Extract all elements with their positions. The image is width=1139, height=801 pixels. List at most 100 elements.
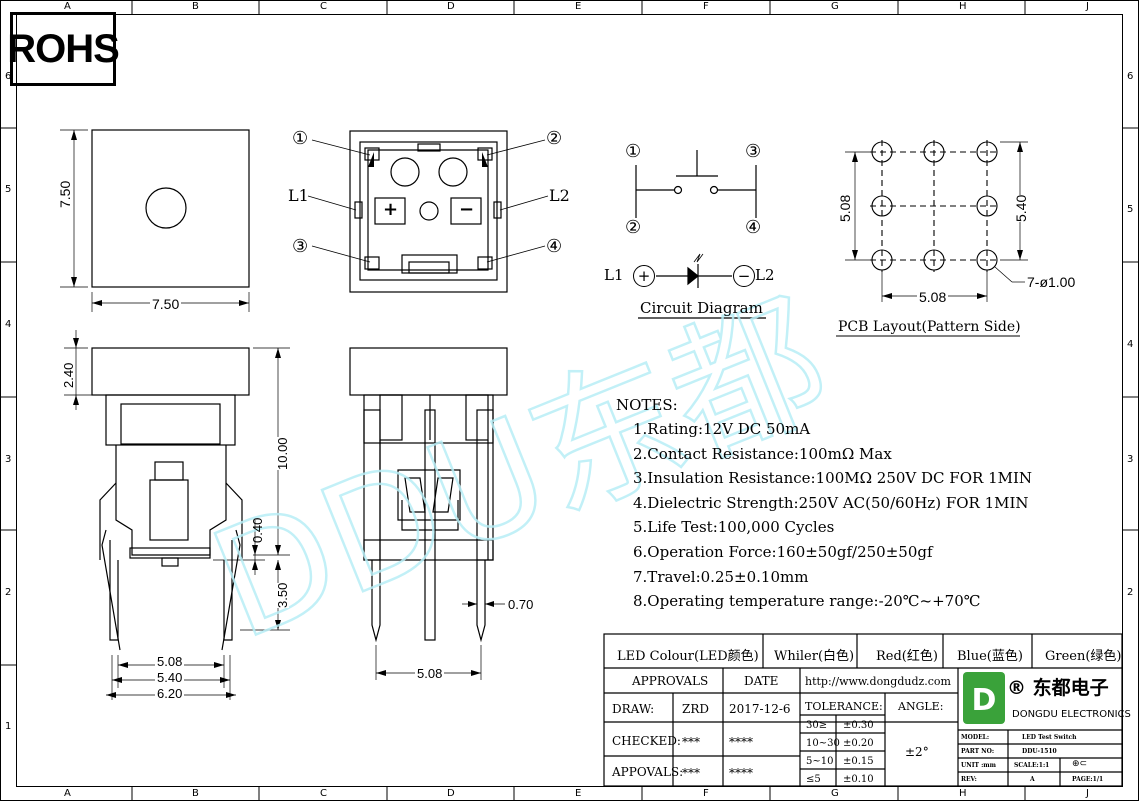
zone-col-a-bottom: A xyxy=(64,788,71,799)
zone-col-d: D xyxy=(447,1,455,12)
note-item: 5.Life Test:100,000 Cycles xyxy=(633,518,835,537)
pcb-layout xyxy=(836,140,1028,337)
tol-value-4: ±0.10 xyxy=(843,774,874,785)
pcb-hole-callout: 7-ø1.00 xyxy=(1027,274,1076,290)
part-no-value: DDU-1510 xyxy=(1022,748,1057,755)
pin-3-label: ③ xyxy=(292,236,309,257)
zone-col-j: J xyxy=(1086,1,1089,12)
dim-6-20: 6.20 xyxy=(155,686,185,701)
rohs-mark: ROHS xyxy=(7,12,120,86)
approvals-row-label: APPOVALS: xyxy=(612,765,684,779)
note-item: 7.Travel:0.25±0.10mm xyxy=(633,567,809,586)
zone-row-5-right: 5 xyxy=(1127,204,1134,215)
circuit-diagram xyxy=(635,150,766,319)
company-name-cn: ® 东都电子 xyxy=(1007,677,1109,699)
l2-label: L2 xyxy=(549,186,570,205)
svg-text:D: D xyxy=(972,683,997,718)
zone-row-6-right: 6 xyxy=(1127,71,1134,82)
zone-col-h: H xyxy=(959,1,967,12)
unit-label: UNIT :mm xyxy=(961,762,996,769)
zone-col-j-bottom: J xyxy=(1086,788,1089,799)
zone-col-d-bottom: D xyxy=(447,788,455,799)
circuit-pin-2: ② xyxy=(625,217,642,238)
tol-range-3: 5~10 xyxy=(806,756,834,767)
draw-label: DRAW: xyxy=(612,702,655,716)
dim-10-00: 10.00 xyxy=(275,437,290,470)
pin-4-label: ④ xyxy=(546,236,563,257)
zone-row-3-right: 3 xyxy=(1127,454,1134,465)
circuit-pin-4: ④ xyxy=(745,217,762,238)
zone-col-h-bottom: H xyxy=(959,788,967,799)
zone-row-4: 4 xyxy=(5,319,12,330)
zone-row-2-right: 2 xyxy=(1127,587,1134,598)
tol-value-2: ±0.20 xyxy=(843,738,874,749)
approvals-date: **** xyxy=(729,766,753,780)
top-view xyxy=(60,129,250,312)
title-block-grid xyxy=(603,633,1123,787)
circuit-pin-3: ③ xyxy=(745,141,762,162)
draw-date: 2017-12-6 xyxy=(729,702,791,716)
zone-col-g: G xyxy=(831,1,839,12)
dim-5-08-side: 5.08 xyxy=(155,654,185,669)
scale-label: SCALE:1:1 xyxy=(1014,762,1050,769)
page-label: PAGE:1/1 xyxy=(1072,776,1104,783)
circuit-plus: + xyxy=(633,265,655,287)
zone-row-6: 6 xyxy=(5,71,12,82)
circuit-pin-1: ① xyxy=(625,141,642,162)
zone-col-e-bottom: E xyxy=(575,788,582,799)
approvals-by: *** xyxy=(682,766,700,780)
zone-row-4-right: 4 xyxy=(1127,339,1134,350)
note-item: 6.Operation Force:160±50gf/250±50gf xyxy=(633,542,933,561)
checked-by: *** xyxy=(682,735,700,749)
back-view xyxy=(307,130,549,293)
dim-5-40: 5.40 xyxy=(155,670,185,685)
tol-range-1: 30≥ xyxy=(806,720,828,731)
model-label: MODEL: xyxy=(961,734,990,741)
zone-col-b-bottom: B xyxy=(192,788,199,799)
zone-row-3: 3 xyxy=(5,454,12,465)
color-white: Whiler(白色) xyxy=(774,649,855,664)
projection-symbol-icon: ⊕⊂ xyxy=(1072,759,1088,769)
tol-range-2: 10~30 xyxy=(806,738,840,749)
rev-value: A xyxy=(1030,776,1035,783)
pcb-dim-5-40: 5.40 xyxy=(1013,194,1029,222)
zone-col-b: B xyxy=(192,1,199,12)
tol-value-3: ±0.15 xyxy=(843,756,874,767)
circuit-l2: L2 xyxy=(755,266,775,284)
company-name-en: DONGDU ELECTRONICS xyxy=(1012,709,1131,720)
pcb-dim-5-08-vertical: 5.08 xyxy=(837,194,853,222)
pcb-layout-title: PCB Layout(Pattern Side) xyxy=(838,319,1021,335)
zone-col-f: F xyxy=(703,1,709,12)
approvals-header: APPROVALS xyxy=(632,674,709,688)
color-red: Red(红色) xyxy=(876,649,938,664)
color-blue: Blue(蓝色) xyxy=(957,649,1023,664)
company-url: http://www.dongdudz.com xyxy=(805,675,951,688)
dim-0-70: 0.70 xyxy=(508,597,534,612)
dim-2-40: 2.40 xyxy=(61,362,76,388)
note-item: 4.Dielectric Strength:250V AC(50/60Hz) F… xyxy=(633,493,1029,512)
dim-3-50: 3.50 xyxy=(275,582,290,608)
color-green: Green(绿色) xyxy=(1045,649,1122,664)
tolerance-header: TOLERANCE: xyxy=(805,700,883,713)
zone-col-g-bottom: G xyxy=(831,788,839,799)
circuit-minus: − xyxy=(733,265,755,287)
led-colour-label: LED Colour(LED颜色) xyxy=(617,649,759,664)
pcb-dim-5-08-horizontal: 5.08 xyxy=(917,289,949,305)
zone-row-5: 5 xyxy=(5,184,12,195)
notes-list: 1.Rating:12V DC 50mA 2.Contact Resistanc… xyxy=(633,420,1032,617)
zone-col-c-bottom: C xyxy=(320,788,327,799)
dim-5-08-front: 5.08 xyxy=(415,666,445,681)
top-view-height-dim: 7.50 xyxy=(57,180,73,208)
circuit-l1: L1 xyxy=(604,266,624,284)
l1-label: L1 xyxy=(288,186,309,205)
part-no-label: PART NO: xyxy=(961,748,995,755)
zone-col-a: A xyxy=(64,1,71,12)
note-item: 3.Insulation Resistance:100MΩ 250V DC FO… xyxy=(633,469,1033,488)
zone-col-e: E xyxy=(575,1,582,12)
angle-header: ANGLE: xyxy=(898,700,944,713)
zone-col-c: C xyxy=(320,1,327,12)
draw-by: ZRD xyxy=(682,702,709,716)
checked-date: **** xyxy=(729,735,753,749)
